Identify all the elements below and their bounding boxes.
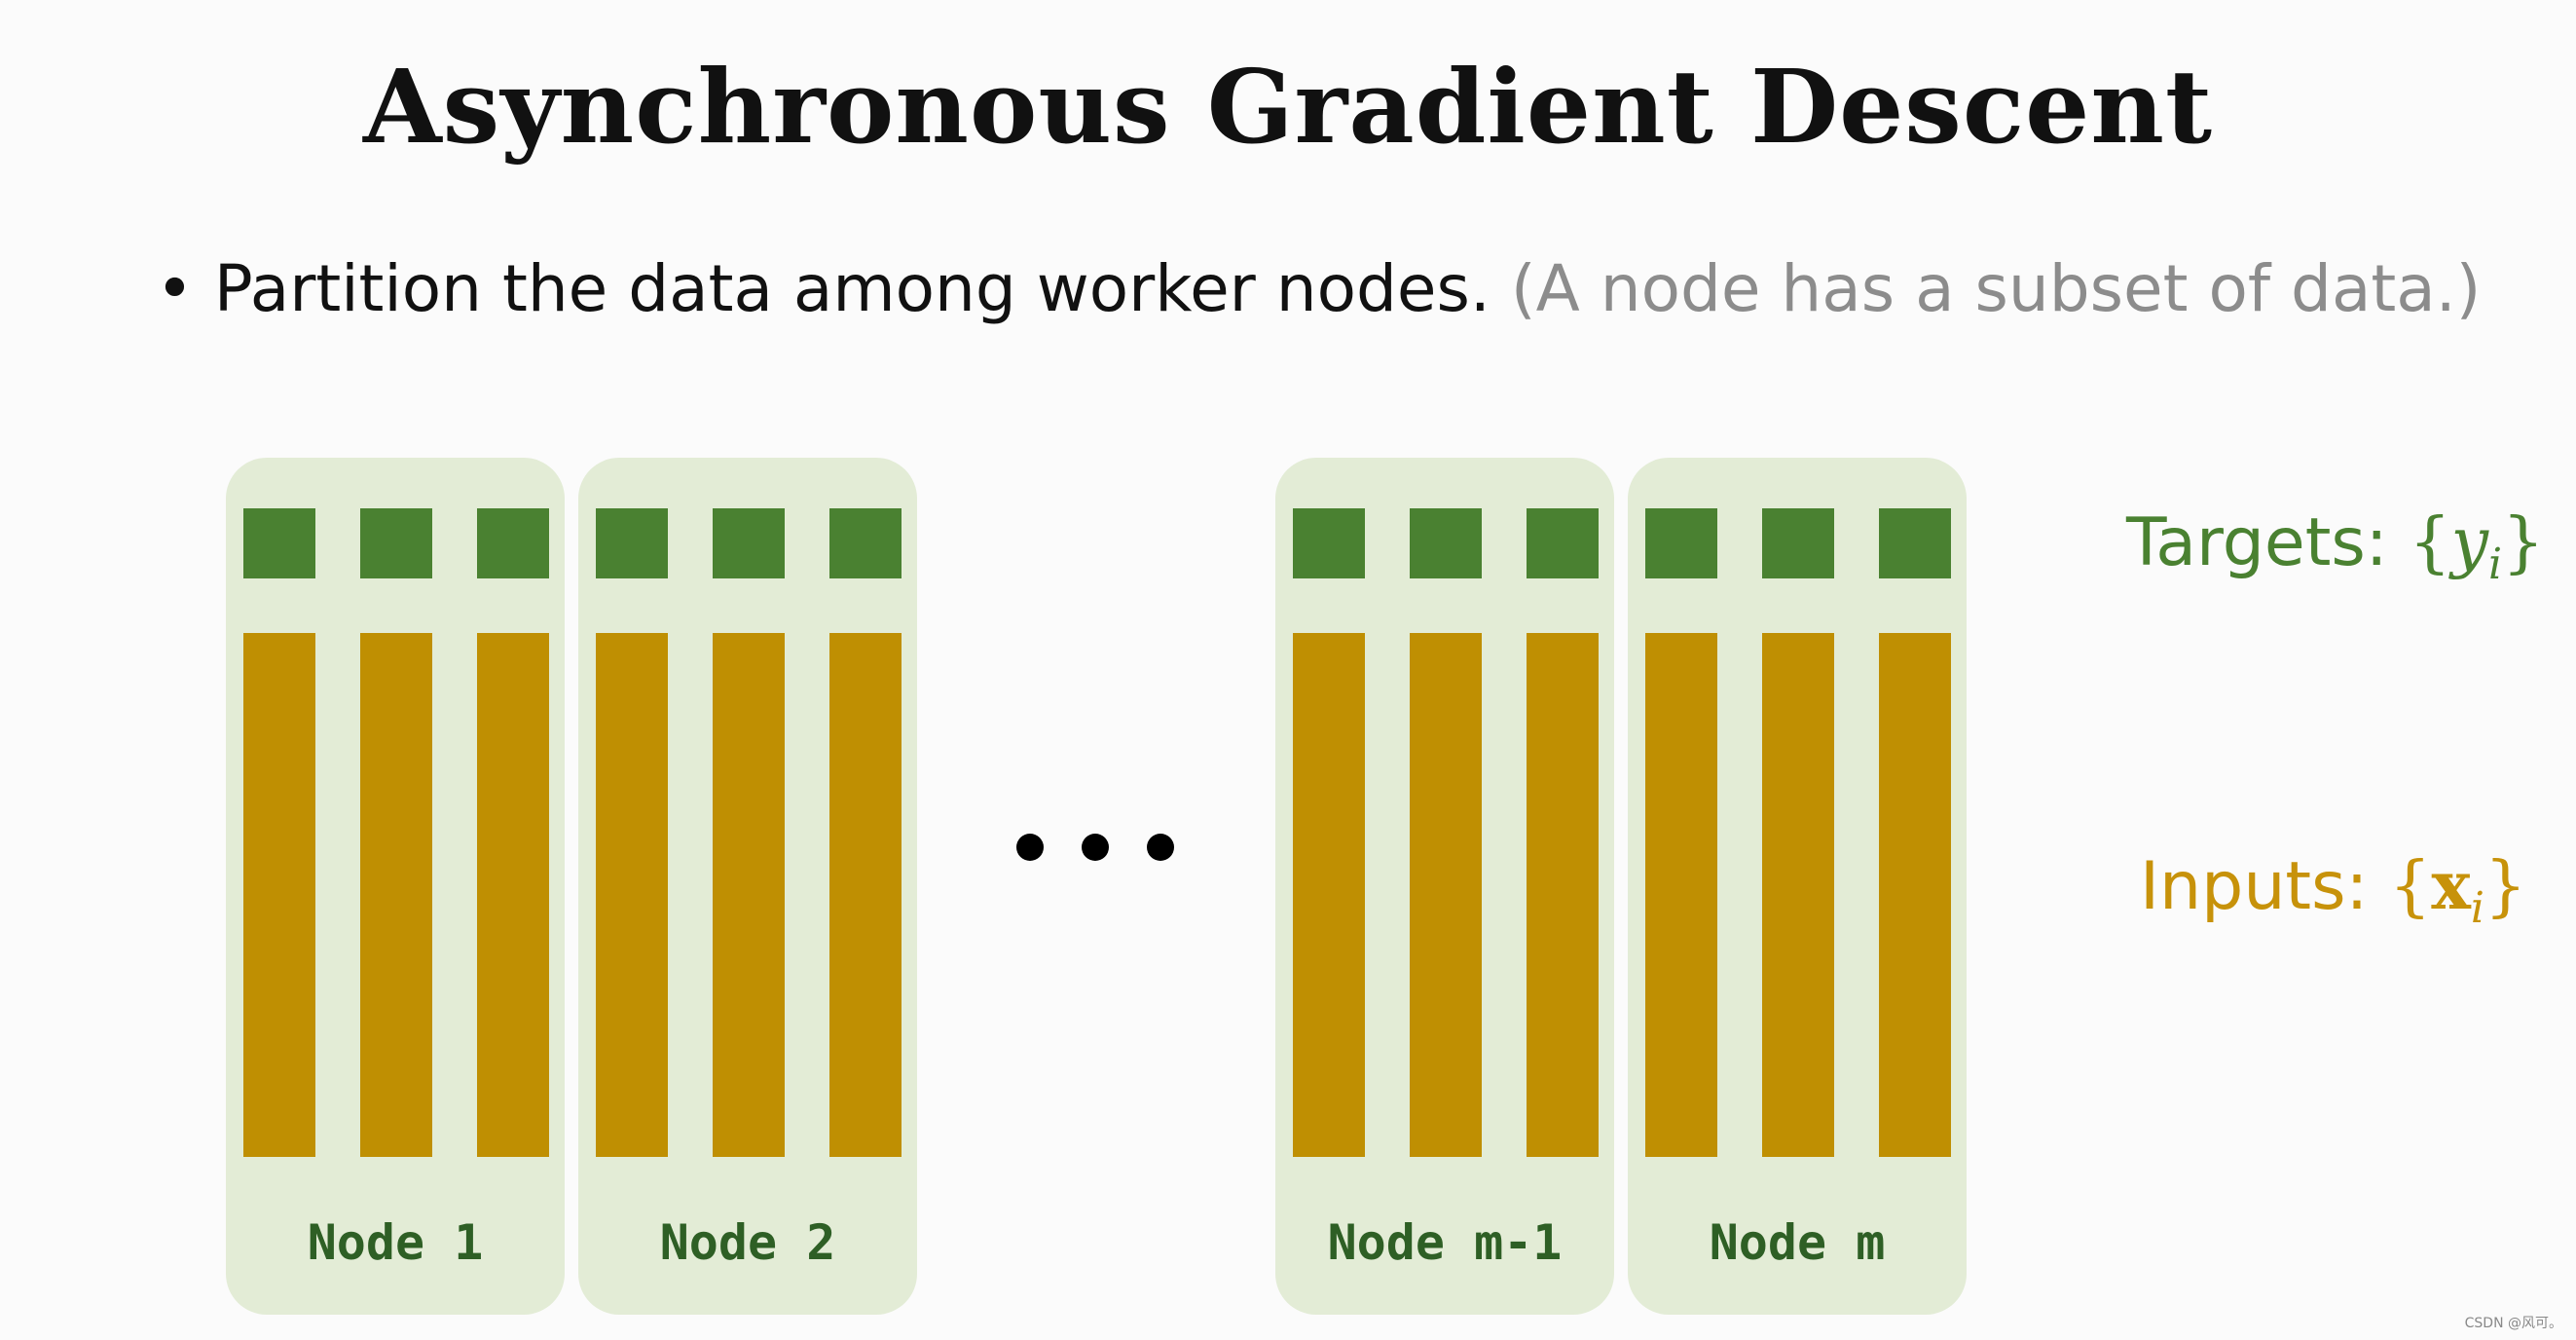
node-label: Node m	[1709, 1214, 1886, 1271]
node-label: Node m-1	[1327, 1214, 1563, 1271]
targets-formula: {yi}	[2409, 504, 2545, 589]
bullet-text: Partition the data among worker nodes.	[213, 251, 1490, 326]
node-panel: Node m	[1628, 458, 1967, 1315]
target-block	[360, 508, 432, 578]
slide-title: Asynchronous Gradient Descent	[362, 47, 2214, 167]
bullet-marker: •	[156, 251, 194, 326]
node-panel: Node 1	[226, 458, 565, 1315]
inputs-label: Inputs:	[2140, 848, 2369, 925]
node-label: Node 2	[659, 1214, 836, 1271]
node-panel: Node m-1	[1275, 458, 1614, 1315]
target-block	[596, 508, 668, 578]
target-block	[829, 508, 902, 578]
target-block	[243, 508, 315, 578]
bullet-point: • Partition the data among worker nodes.…	[156, 251, 2481, 326]
input-block	[1645, 633, 1717, 1157]
node-panel: Node 2	[578, 458, 917, 1315]
target-block	[1879, 508, 1951, 578]
input-block	[1527, 633, 1599, 1157]
input-block	[596, 633, 668, 1157]
target-block	[1762, 508, 1834, 578]
target-block	[1293, 508, 1365, 578]
targets-label: Targets:	[2126, 504, 2388, 581]
target-block	[1645, 508, 1717, 578]
input-block	[713, 633, 785, 1157]
bullet-note: (A node has a subset of data.)	[1510, 251, 2482, 326]
ellipsis-dot	[1082, 834, 1109, 861]
input-block	[477, 633, 549, 1157]
ellipsis-dot	[1016, 834, 1044, 861]
node-label: Node 1	[307, 1214, 484, 1271]
watermark: CSDN @风可。	[2464, 1316, 2562, 1331]
input-block	[1410, 633, 1482, 1157]
input-block	[243, 633, 315, 1157]
ellipsis-dot	[1147, 834, 1174, 861]
input-block	[1293, 633, 1365, 1157]
input-block	[360, 633, 432, 1157]
legend-targets: Targets: {yi}	[2126, 504, 2544, 589]
target-block	[713, 508, 785, 578]
target-block	[477, 508, 549, 578]
target-block	[1527, 508, 1599, 578]
input-block	[829, 633, 902, 1157]
input-block	[1762, 633, 1834, 1157]
inputs-formula: {xi}	[2389, 847, 2527, 933]
input-block	[1879, 633, 1951, 1157]
target-block	[1410, 508, 1482, 578]
legend-inputs: Inputs: {xi}	[2140, 847, 2526, 933]
